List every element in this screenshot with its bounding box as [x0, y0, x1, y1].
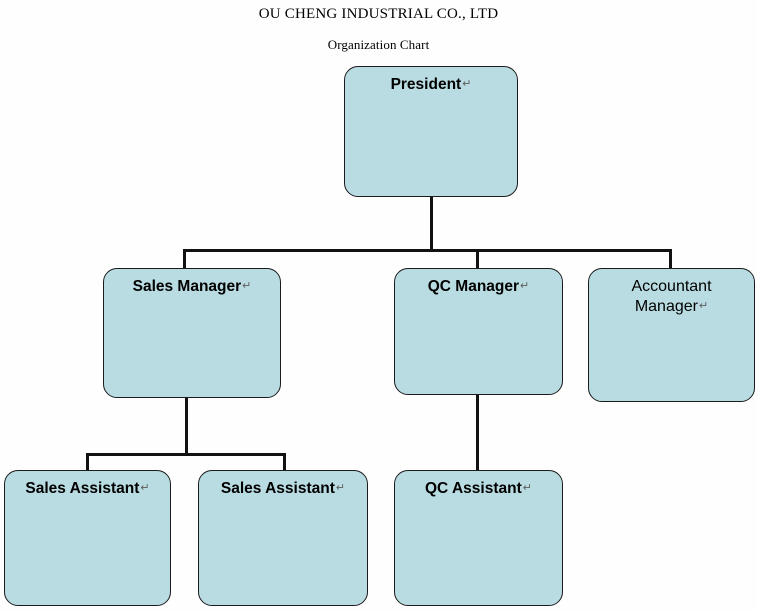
connector-sales-manager-stem	[185, 397, 188, 455]
org-node-sales-assistant-2[interactable]: Sales Assistant↵	[198, 470, 368, 606]
org-node-sales-manager-label: Sales Manager	[132, 278, 242, 295]
org-node-sales-assistant-1-label: Sales Assistant	[25, 480, 140, 497]
org-node-qc-manager-label: QC Manager	[427, 278, 520, 295]
paragraph-mark-icon: ↵	[242, 280, 252, 292]
org-node-president[interactable]: President↵	[344, 66, 518, 197]
connector-president-stem	[430, 197, 433, 251]
org-node-accountant-manager[interactable]: Accountant Manager↵	[588, 268, 755, 402]
connector-drop-accountant-manager	[669, 249, 672, 270]
connector-level1-bus	[183, 249, 672, 252]
connector-drop-sales-assistant-1	[86, 453, 89, 472]
org-node-sales-assistant-1-label-wrap: Sales Assistant↵	[19, 479, 155, 499]
connector-qc-manager-to-qc-assistant	[476, 394, 479, 472]
paragraph-mark-icon: ↵	[335, 482, 346, 494]
org-node-sales-assistant-1[interactable]: Sales Assistant↵	[4, 470, 171, 606]
paragraph-mark-icon: ↵	[522, 482, 532, 494]
connector-drop-sales-manager	[183, 249, 186, 270]
connector-drop-qc-manager	[476, 249, 479, 270]
org-node-president-label: President	[390, 76, 462, 93]
org-node-qc-manager-label-wrap: QC Manager↵	[422, 277, 536, 297]
org-node-qc-assistant-label-wrap: QC Assistant↵	[419, 479, 538, 499]
org-node-accountant-manager-label-wrap: Accountant Manager↵	[589, 277, 754, 318]
org-node-qc-manager[interactable]: QC Manager↵	[394, 268, 563, 395]
org-node-sales-assistant-2-label-wrap: Sales Assistant↵	[215, 479, 351, 499]
org-node-accountant-manager-label: Accountant Manager	[631, 278, 712, 316]
connector-sales-assistants-bus	[86, 453, 286, 456]
org-node-qc-assistant-label: QC Assistant	[425, 480, 522, 497]
paragraph-mark-icon: ↵	[520, 280, 530, 292]
org-node-qc-assistant[interactable]: QC Assistant↵	[394, 470, 563, 606]
chart-subtitle: Organization Chart	[327, 37, 430, 52]
connector-drop-sales-assistant-2	[283, 453, 286, 472]
paragraph-mark-icon: ↵	[140, 482, 150, 494]
paragraph-mark-icon: ↵	[698, 300, 709, 313]
paragraph-mark-icon: ↵	[462, 78, 472, 90]
org-node-sales-assistant-2-label: Sales Assistant	[220, 480, 335, 497]
org-node-sales-manager[interactable]: Sales Manager↵	[103, 268, 281, 398]
org-node-sales-manager-label-wrap: Sales Manager↵	[127, 277, 258, 297]
company-title: OU CHENG INDUSTRIAL CO., LTD	[258, 6, 499, 22]
org-node-president-label-wrap: President↵	[385, 75, 478, 95]
